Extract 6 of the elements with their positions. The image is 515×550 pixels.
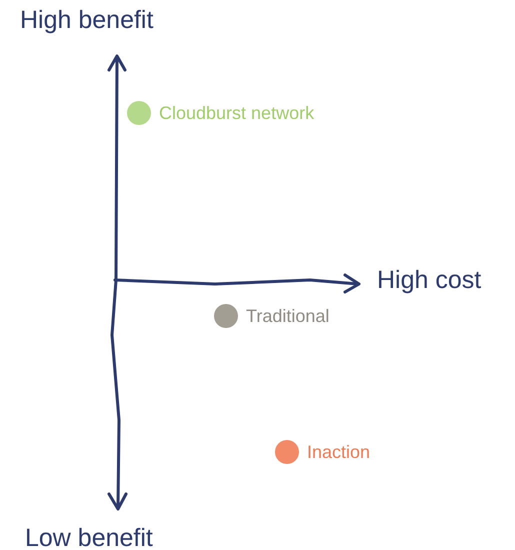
point-label: Cloudburst network <box>159 102 314 124</box>
point-label: Traditional <box>246 306 330 326</box>
axis-label: High benefit <box>20 8 154 33</box>
axis-label: High cost <box>377 268 482 293</box>
point-label: Inaction <box>307 442 370 462</box>
axis-label: Low benefit <box>25 526 153 550</box>
